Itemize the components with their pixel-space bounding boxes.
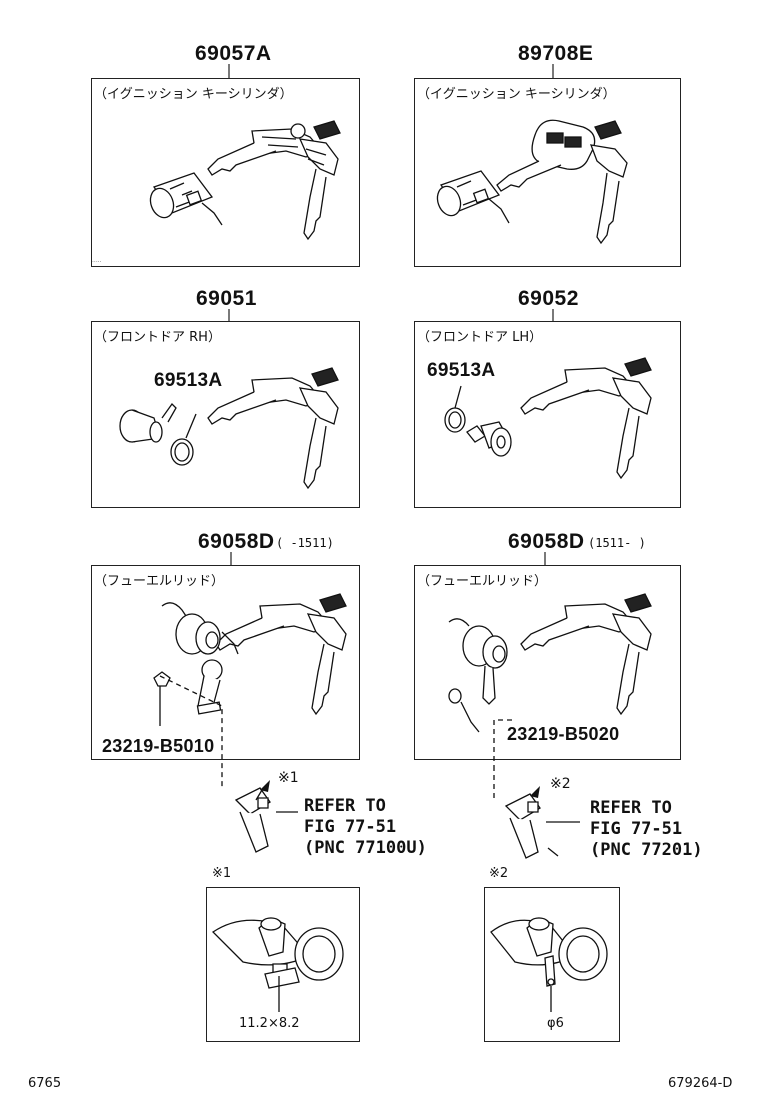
production-range: (1511- ) xyxy=(588,536,646,550)
reference-mark: ※1 xyxy=(278,770,299,786)
smart-key-set-illustration xyxy=(415,79,682,268)
part-number-69052: 69052 xyxy=(518,287,579,310)
detail-mark-1: ※1 xyxy=(212,866,232,881)
key-slot-detail-illustration xyxy=(207,888,361,1043)
panel-tick: ..... xyxy=(92,257,102,264)
door-cylinder-illustration xyxy=(92,322,361,509)
panel-caption: （フロントドア LH） xyxy=(417,330,543,345)
sub-part-69513a: 69513A xyxy=(154,370,223,391)
part-number-89708e: 89708E xyxy=(518,42,594,65)
refer-line: REFER TO xyxy=(590,798,672,818)
key-set-illustration xyxy=(92,79,361,268)
part-number-69058d-late: 69058D xyxy=(508,530,585,553)
part-number-69058d-early: 69058D xyxy=(198,530,275,553)
panel-fuel-lid-early: （フューエルリッド） 23219-B5010 xyxy=(91,565,360,760)
refer-line: FIG 77-51 xyxy=(590,819,683,839)
refer-to-note-right: REFER TO FIG 77-51 (PNC 77201) xyxy=(590,798,703,861)
sub-part-23219-b5010: 23219-B5010 xyxy=(102,736,215,756)
panel-caption: （フューエルリッド） xyxy=(417,574,548,589)
panel-caption: （イグニッション キーシリンダ） xyxy=(94,87,293,102)
key-hole-detail-illustration xyxy=(485,888,621,1043)
page-code-left: 6765 xyxy=(28,1076,62,1091)
reference-mark: ※2 xyxy=(550,776,571,792)
hole-dimension: φ6 xyxy=(547,1016,564,1031)
refer-line: (PNC 77100U) xyxy=(304,838,427,858)
sub-part-23219-b5020: 23219-B5020 xyxy=(507,724,620,744)
part-number-69057a: 69057A xyxy=(195,42,272,65)
panel-caption: （フロントドア RH） xyxy=(94,330,221,345)
detail-box-left: 11.2×8.2 xyxy=(206,887,360,1042)
panel-caption: （イグニッション キーシリンダ） xyxy=(417,87,616,102)
production-range: ( -1511) xyxy=(276,536,334,550)
panel-ignition-cylinder-2: （イグニッション キーシリンダ） xyxy=(414,78,681,267)
refer-to-note-left: REFER TO FIG 77-51 (PNC 77100U) xyxy=(304,796,427,859)
refer-line: (PNC 77201) xyxy=(590,840,703,860)
panel-front-door-lh: （フロントドア LH） 69513A xyxy=(414,321,681,508)
panel-caption: （フューエルリッド） xyxy=(94,574,225,589)
panel-front-door-rh: （フロントドア RH） 69513A xyxy=(91,321,360,508)
detail-mark-2: ※2 xyxy=(489,866,509,881)
fuel-lid-lock-illustration xyxy=(92,566,361,761)
page-code-right: 679264-D xyxy=(668,1076,733,1091)
fuel-lid-lock-illustration xyxy=(415,566,682,761)
sub-part-69513a: 69513A xyxy=(427,360,496,381)
part-number-69051: 69051 xyxy=(196,287,257,310)
slot-dimension: 11.2×8.2 xyxy=(239,1016,300,1031)
refer-line: REFER TO xyxy=(304,796,386,816)
panel-fuel-lid-late: （フューエルリッド） 23219-B5020 xyxy=(414,565,681,760)
refer-line: FIG 77-51 xyxy=(304,817,397,837)
panel-ignition-cylinder-1: （イグニッション キーシリンダ） ..... xyxy=(91,78,360,267)
door-cylinder-illustration xyxy=(415,322,682,509)
detail-box-right: φ6 xyxy=(484,887,620,1042)
